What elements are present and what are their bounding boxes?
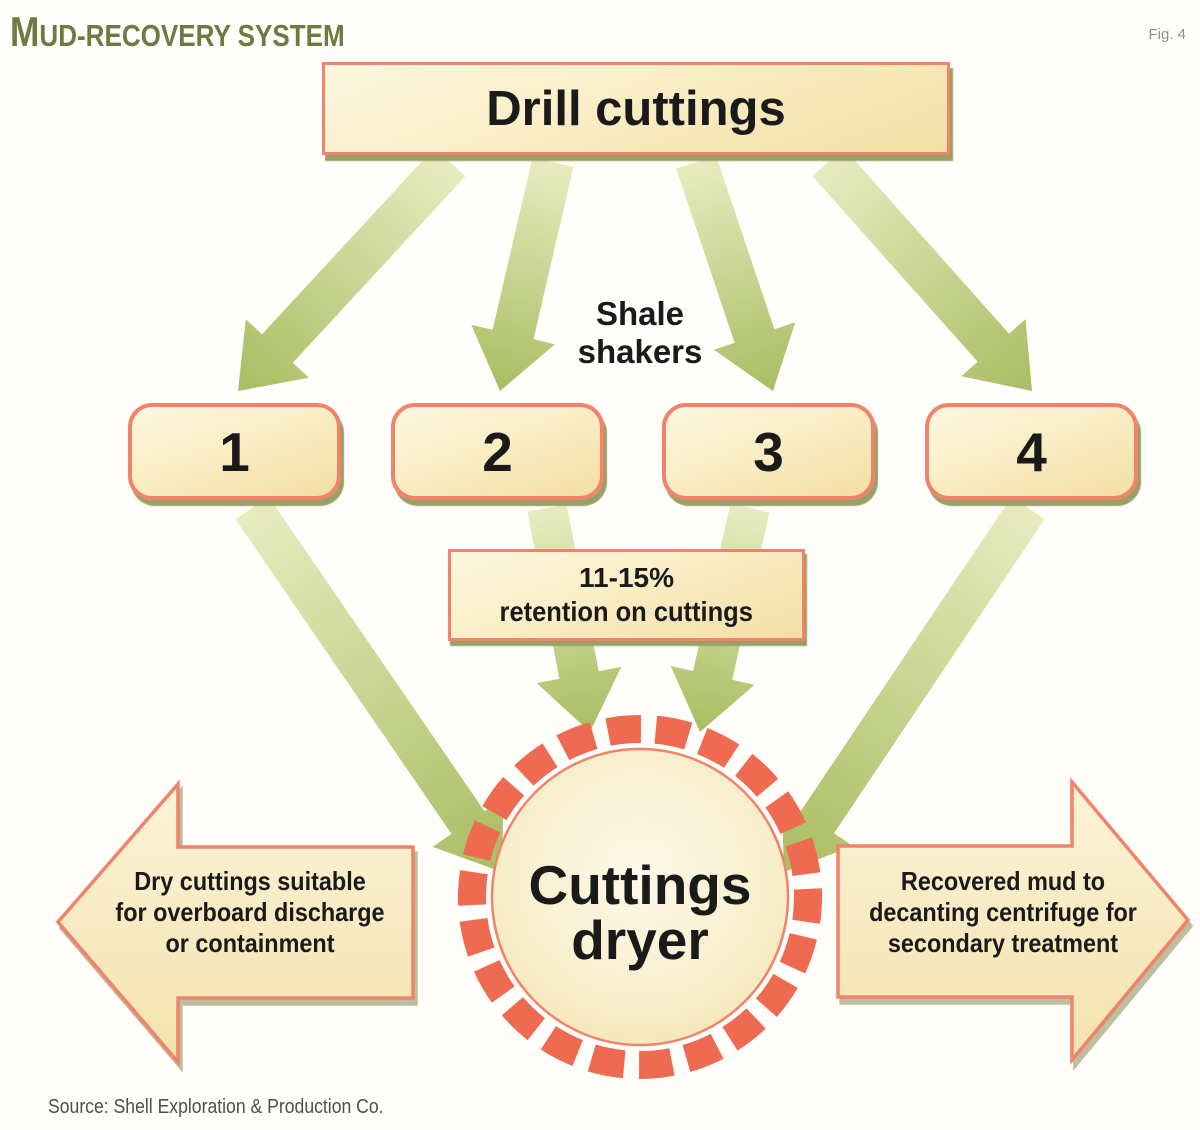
flow-arrow	[471, 157, 574, 391]
dryer-dashed-ring	[458, 715, 822, 1079]
figure-number-label: Fig. 4	[1148, 26, 1186, 43]
shaker-box-4: 4	[925, 403, 1138, 500]
flow-arrow	[781, 496, 1045, 872]
source-credit: Source: Shell Exploration & Production C…	[48, 1096, 384, 1118]
shale-shakers-label: Shale shakers	[577, 295, 703, 370]
recovered-mud-arrow-label: Recovered mud to decanting centrifuge fo…	[869, 866, 1137, 959]
retention-note-box: 11-15% retention on cuttings	[448, 549, 805, 641]
figure-title: Mud-recovery system	[10, 8, 345, 55]
flow-arrow	[812, 148, 1032, 391]
shaker-box-3: 3	[662, 403, 875, 500]
drill-cuttings-label: Drill cuttings	[486, 81, 786, 136]
recovered-mud-arrow-shape	[836, 777, 1191, 1065]
dryer-core-circle	[490, 747, 790, 1047]
overboard-arrow-label: Dry cuttings suitable for overboard disc…	[115, 866, 385, 959]
overboard-arrow-shape	[55, 779, 415, 1067]
shaker-box-1: 1	[128, 403, 341, 500]
output-arrows	[55, 777, 1191, 1067]
flow-arrow	[676, 155, 796, 391]
shaker-box-2: 2	[391, 403, 604, 500]
flow-arrow	[235, 496, 504, 872]
cuttings-dryer-label: Cuttings dryer	[528, 854, 752, 971]
cuttings-dryer-shape	[458, 715, 822, 1079]
flow-arrow	[238, 147, 466, 391]
drill-cuttings-box: Drill cuttings	[322, 62, 950, 155]
